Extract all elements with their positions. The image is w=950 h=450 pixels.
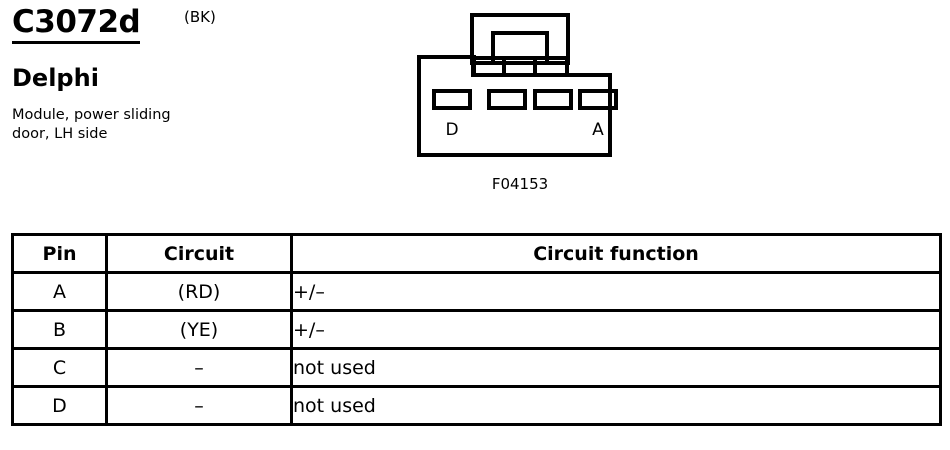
table-row: B (YE) +/– [11, 309, 942, 350]
connector-manufacturer: Delphi [12, 64, 99, 92]
cell-pin: D [11, 385, 108, 426]
connector-figure-caption: F04153 [491, 175, 549, 193]
column-header-function: Circuit function [290, 233, 942, 274]
cell-function: +/– [290, 309, 942, 350]
pinout-table: Pin Circuit Circuit function A (RD) +/– … [11, 233, 942, 426]
connector-id-row: C3072d (BK) [12, 4, 372, 50]
connector-color-code: (BK) [184, 8, 216, 26]
cell-function: +/– [290, 271, 942, 312]
column-header-pin: Pin [11, 233, 108, 274]
connector-identification-block: C3072d (BK) Delphi Module, power sliding… [12, 4, 372, 144]
cell-pin: B [11, 309, 108, 350]
table-row: C – not used [11, 347, 942, 388]
terminal-cavity-c [487, 89, 527, 110]
connector-latch-tab [470, 13, 570, 65]
cell-circuit: – [105, 385, 293, 426]
connector-id: C3072d [12, 4, 141, 44]
terminal-cavity-b [533, 89, 573, 110]
terminal-cavity-d [432, 89, 472, 110]
connector-description: Module, power sliding door, LH side [12, 107, 171, 142]
connector-illustration: D A [390, 0, 650, 210]
cell-circuit: (YE) [105, 309, 293, 350]
table-row: D – not used [11, 385, 942, 426]
connector-terminal-cavities [432, 89, 618, 110]
table-header-row: Pin Circuit Circuit function [11, 233, 942, 274]
cell-circuit: (RD) [105, 271, 293, 312]
cell-function: not used [290, 347, 942, 388]
connector-body-outline [417, 55, 612, 157]
terminal-cavity-a [578, 89, 618, 110]
cell-pin: A [11, 271, 108, 312]
cavity-label-left: D [445, 120, 458, 140]
table-row: A (RD) +/– [11, 271, 942, 312]
cavity-label-right: A [592, 120, 604, 140]
connector-latch-base-segments [471, 56, 569, 77]
column-header-circuit: Circuit [105, 233, 293, 274]
cell-function: not used [290, 385, 942, 426]
cell-pin: C [11, 347, 108, 388]
cell-circuit: – [105, 347, 293, 388]
connector-diagram-svg: D A [417, 13, 618, 157]
